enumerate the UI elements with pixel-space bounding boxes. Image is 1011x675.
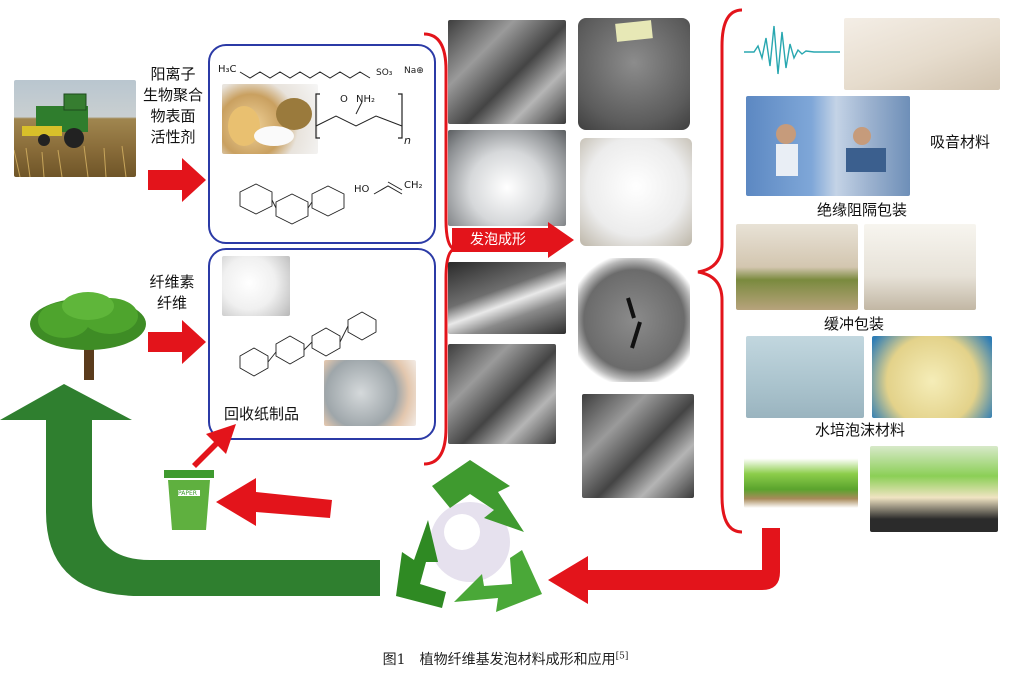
arrow-bin-to-cellulose — [192, 424, 236, 468]
foaming-process-photo — [448, 130, 566, 226]
sound-wave-icon — [744, 25, 840, 75]
cellulose-fiber-photo — [222, 256, 290, 316]
arrow-right-cellulose — [148, 320, 206, 364]
sodium-ion: Na⊕ — [404, 66, 424, 76]
arrow-to-recycle — [548, 528, 780, 604]
tree-icon — [30, 292, 146, 380]
hydroponic-tray-photo-2 — [870, 446, 998, 532]
gray-foam-disc — [578, 258, 690, 382]
repeat-n: n — [404, 134, 411, 147]
hydroponic-foam-label: 水培泡沫材料 — [814, 421, 905, 439]
chemical-structures — [239, 71, 403, 225]
harvester-icon — [14, 93, 127, 177]
cationic-surfactant-label: 阳离子 生物聚合 物表面 活性剂 — [142, 65, 203, 146]
cushion-packaging-label: 缓冲包装 — [823, 315, 884, 333]
cellulose-label: 纤维素 纤维 — [149, 273, 195, 312]
return-arrow-green — [0, 384, 380, 596]
starch-photo — [222, 84, 318, 154]
carbonyl-o: O — [340, 94, 348, 105]
sem-image-2 — [448, 344, 556, 444]
arrow-to-bin — [216, 478, 332, 526]
foaming-arrow — [452, 222, 574, 258]
brace-right — [697, 8, 743, 534]
vinyl-alcohol-ho: HO — [354, 184, 370, 195]
cellulose-frame — [208, 248, 436, 440]
recycled-paper-photo — [324, 360, 416, 426]
cushion-mold-photo — [746, 336, 864, 418]
harvester-photo — [14, 80, 136, 177]
bin-label: PAPER — [178, 490, 197, 497]
recycle-icon — [396, 460, 542, 612]
recycle-bin-icon — [164, 470, 214, 530]
acoustic-panel-photo — [844, 18, 1000, 90]
insulation-box-photo-2 — [864, 224, 976, 310]
hydroponic-tray-photo-1 — [744, 446, 858, 508]
surfactant-formula: H₃C — [218, 64, 237, 75]
figure-caption: 图1 植物纤维基发泡材料成形和应用[5] — [382, 651, 629, 668]
vinyl-ch2: CH₂ — [404, 180, 423, 191]
sound-room-photo — [746, 96, 910, 196]
mold-photo — [448, 262, 566, 334]
cellulose-structure — [239, 311, 377, 377]
sem-image-1 — [448, 20, 566, 124]
cushion-insert-photo — [872, 336, 992, 418]
sulfate-group: SO₃ — [376, 68, 393, 78]
arrow-right-surfactant — [148, 158, 206, 202]
sound-absorbing-label: 吸音材料 — [929, 133, 990, 151]
insulation-packaging-label: 绝缘阻隔包装 — [816, 201, 907, 219]
gray-foam-block — [578, 18, 690, 130]
recycled-paper-label: 回收纸制品 — [224, 405, 300, 423]
sem-image-3 — [582, 394, 694, 498]
amide-group: NH₂ — [356, 94, 376, 105]
insulation-box-photo-1 — [736, 224, 858, 310]
white-foam-block — [580, 138, 692, 246]
surfactant-frame — [208, 44, 436, 244]
foaming-label: 发泡成形 — [470, 232, 526, 248]
